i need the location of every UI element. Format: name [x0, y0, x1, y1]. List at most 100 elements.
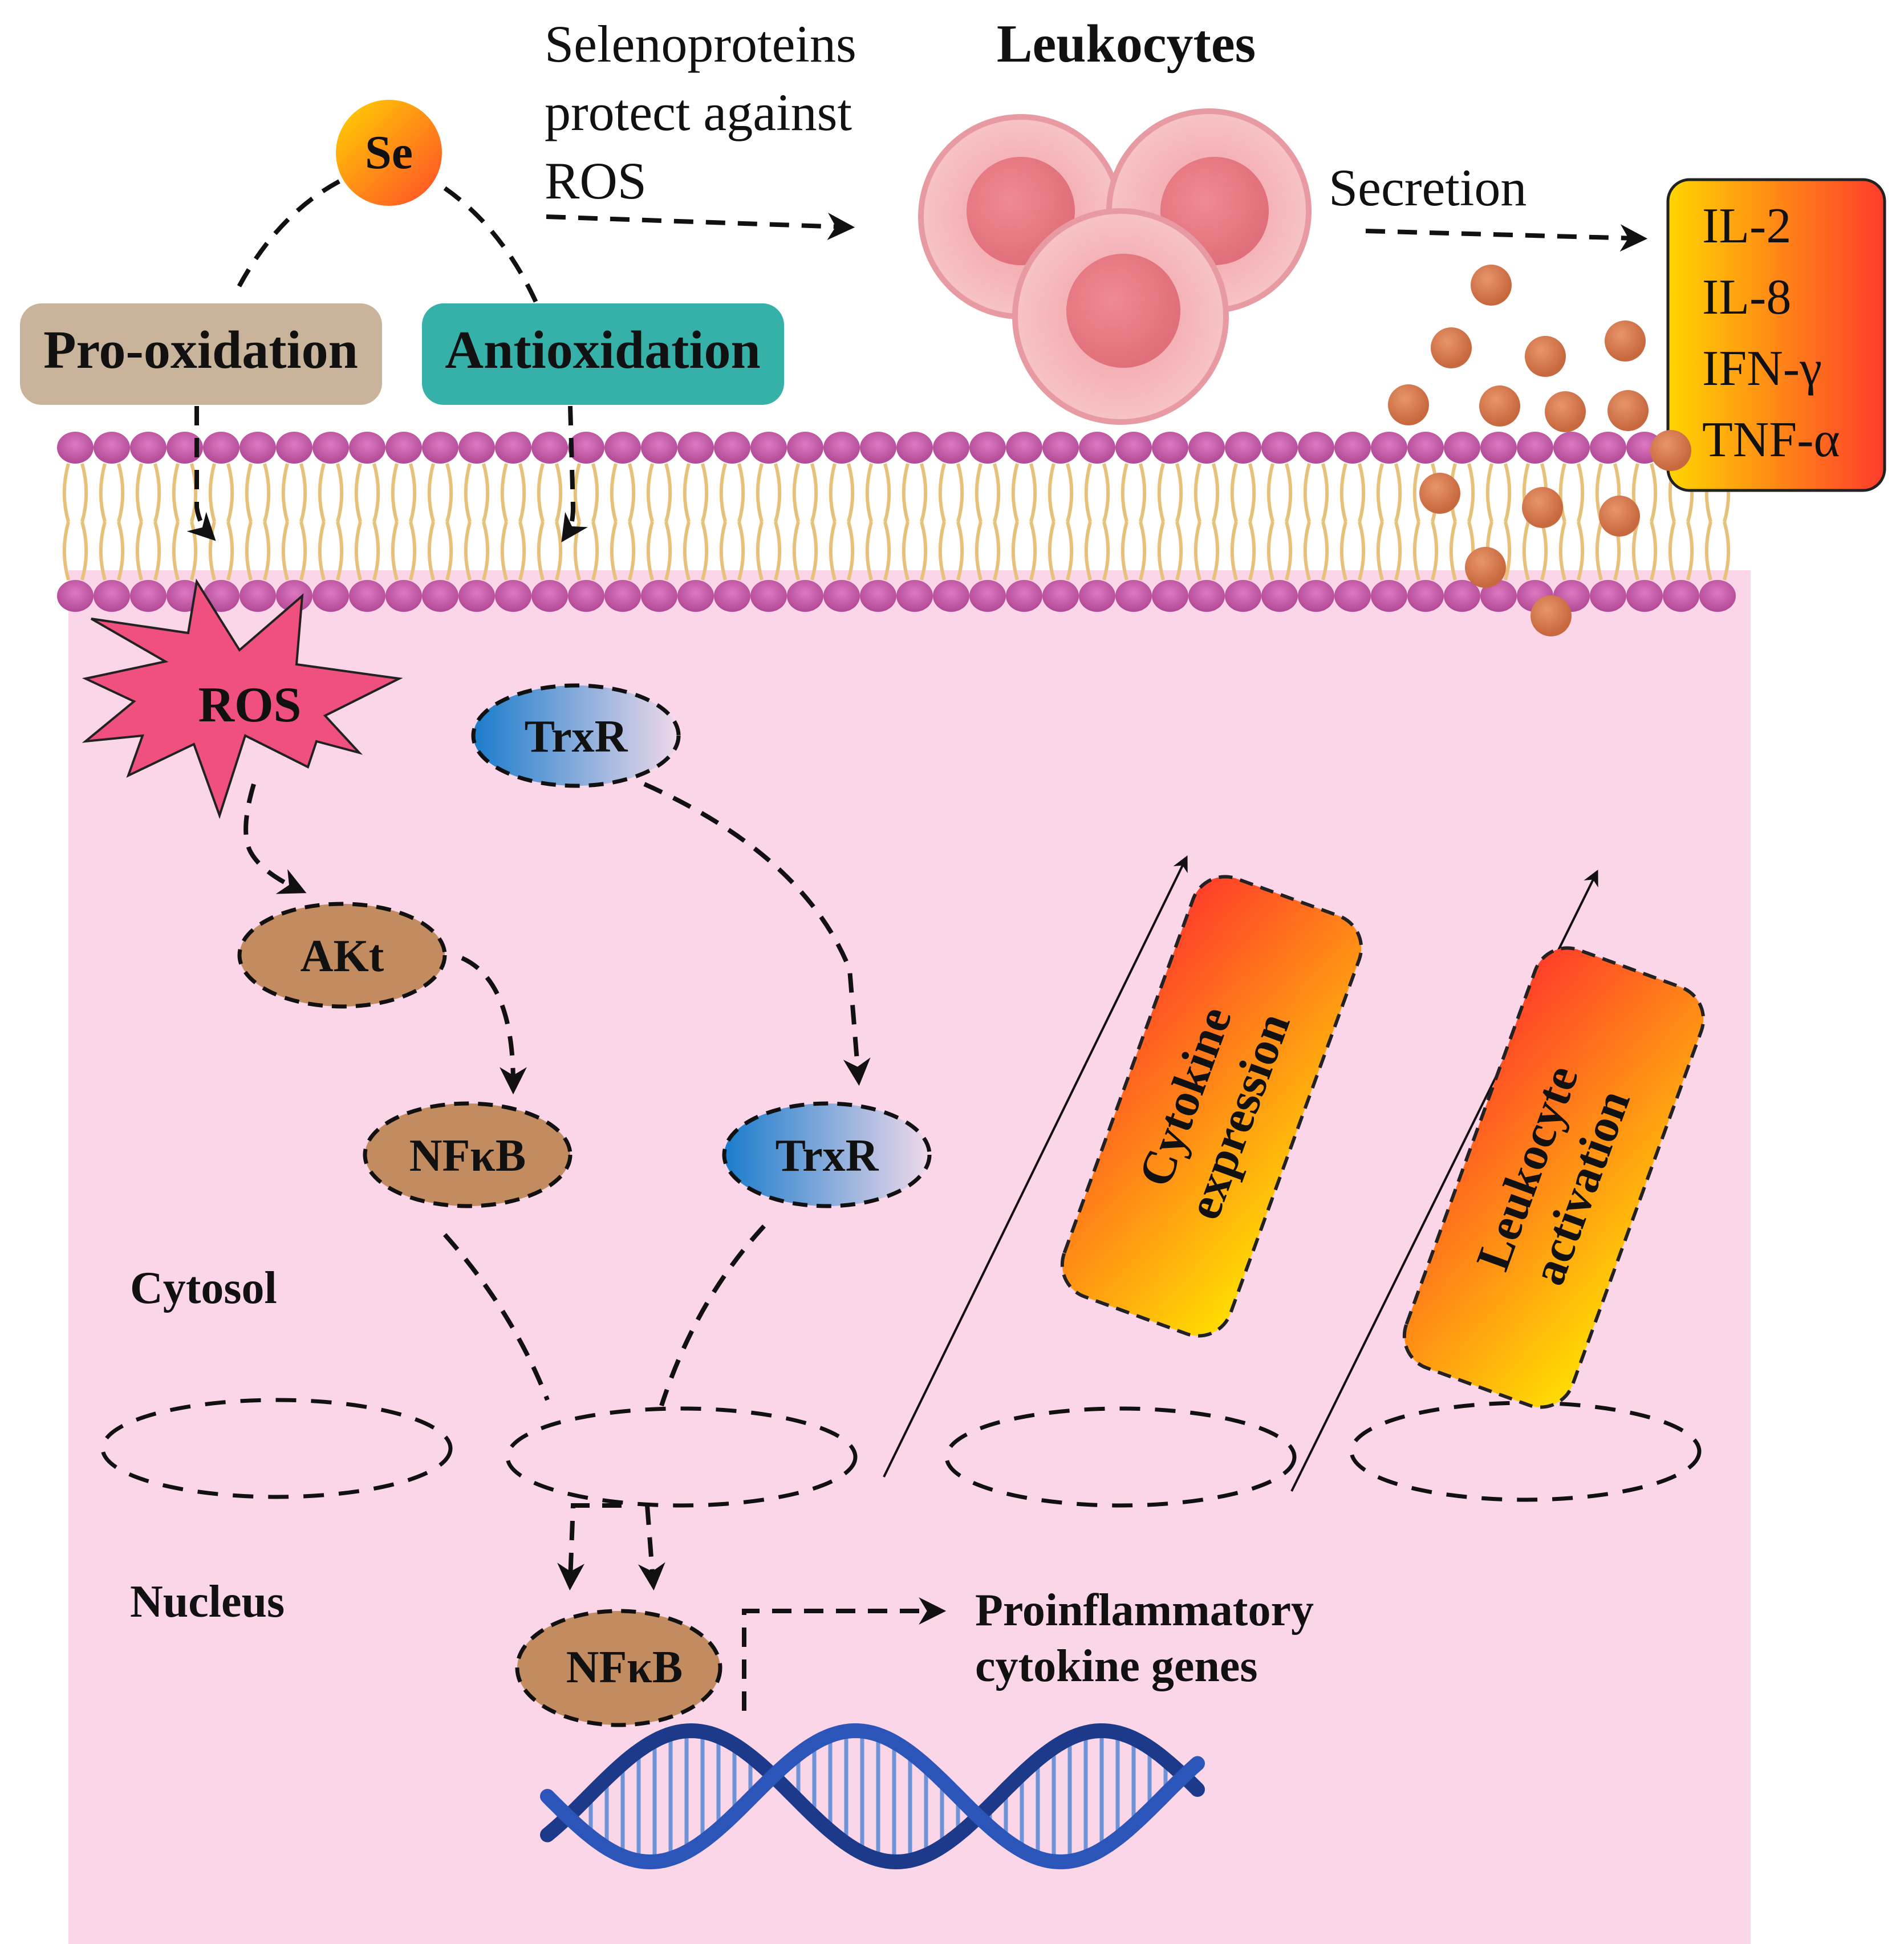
- lipid-tail: [865, 521, 873, 581]
- pro-oxidation-box-shape: [20, 303, 382, 405]
- akt-oval: [237, 902, 447, 1009]
- lipid-tail: [1704, 521, 1712, 581]
- nfkb-to-genes-arrow: [742, 1597, 947, 1711]
- lipid-tail: [810, 463, 818, 522]
- lipid-tail: [80, 463, 88, 522]
- lipid-tail: [354, 463, 362, 522]
- lipid-head: [787, 432, 823, 464]
- lipid-head: [312, 580, 349, 612]
- lipid-tail: [299, 521, 307, 581]
- lipid-head: [531, 580, 568, 612]
- trxr-bottom-node: TrxR: [722, 1101, 932, 1208]
- lipid-tail: [737, 521, 745, 581]
- lipid-head: [933, 432, 969, 464]
- cytokine-particle: [1605, 320, 1646, 362]
- lipid-head: [604, 432, 641, 464]
- lipid-tail: [336, 521, 344, 581]
- cytokine-particle: [1607, 390, 1649, 431]
- lipid-tail: [591, 463, 599, 522]
- nfkb-nucleus-label: NFκB: [566, 1642, 683, 1693]
- cytokine-particle: [1545, 391, 1586, 432]
- lipid-tail: [1303, 521, 1311, 581]
- lipid-tail: [135, 521, 143, 581]
- lipid-head: [1407, 432, 1444, 464]
- lipid-tail: [1011, 463, 1019, 522]
- lipid-head: [312, 432, 349, 464]
- lipid-head: [1334, 432, 1371, 464]
- lipid-tail: [518, 463, 526, 522]
- lipid-head: [203, 432, 239, 464]
- lipid-tail: [172, 463, 180, 522]
- lipid-tail: [391, 521, 399, 581]
- lipid-tail: [1048, 521, 1055, 581]
- lipid-tail: [1102, 521, 1110, 581]
- lipid-tail: [902, 521, 910, 581]
- lipid-tail: [427, 521, 435, 581]
- lipid-head: [1626, 580, 1663, 612]
- lipid-tail: [1504, 521, 1512, 581]
- lipid-tail: [1485, 463, 1493, 522]
- lipid-head: [896, 580, 933, 612]
- lipid-tail: [1650, 521, 1658, 581]
- selenoproteins-line2: protect against: [545, 83, 852, 141]
- cytokine-tnf-alpha: TNF-α: [1702, 412, 1840, 468]
- lipid-tail: [318, 463, 326, 522]
- lipid-head: [604, 580, 641, 612]
- lipid-tail: [281, 463, 289, 522]
- nfkb-cytosol-node: NFκB: [363, 1101, 573, 1208]
- lipid-head: [1115, 580, 1152, 612]
- lipid-head: [933, 580, 969, 612]
- cytokine-ifn-gamma: IFN-γ: [1702, 341, 1822, 396]
- lipid-tail: [938, 521, 946, 581]
- lipid-tail: [1723, 521, 1731, 581]
- lipid-tail: [1212, 521, 1220, 581]
- lipid-head: [495, 432, 531, 464]
- lipid-tail: [993, 521, 1001, 581]
- selenoproteins-text: Selenoproteins protect against ROS: [545, 15, 856, 210]
- lipid-head: [1042, 432, 1079, 464]
- lipid-tail: [1193, 463, 1201, 522]
- cytokine-particle: [1522, 487, 1563, 528]
- lipid-head: [1517, 432, 1553, 464]
- lipid-tail: [391, 463, 399, 522]
- lipid-head: [1663, 580, 1699, 612]
- trxr-bottom-label: TrxR: [776, 1131, 879, 1181]
- lipid-head: [130, 580, 167, 612]
- akt-label: AKt: [301, 931, 384, 981]
- lipid-tail: [1558, 521, 1566, 581]
- lipid-tail: [683, 463, 691, 522]
- lipid-tail: [1029, 463, 1037, 522]
- lipid-head: [1079, 580, 1115, 612]
- lipid-head: [1298, 580, 1334, 612]
- akt-node: AKt: [237, 902, 447, 1009]
- lipid-tail: [1102, 463, 1110, 522]
- lipid-tail: [1266, 463, 1274, 522]
- lipid-head: [1553, 432, 1590, 464]
- lipid-tail: [1558, 463, 1566, 522]
- lipid-head: [57, 432, 94, 464]
- lipid-tail: [1066, 463, 1074, 522]
- lipid-tail: [464, 463, 472, 522]
- lipid-head: [860, 432, 896, 464]
- trxr-top-label: TrxR: [525, 712, 628, 762]
- trxr-top-oval: [471, 683, 681, 788]
- nfkb-nucleus-oval: [515, 1609, 722, 1727]
- nucleus-import-arrow-left: [557, 1503, 622, 1591]
- lipid-tail: [208, 521, 216, 581]
- lipid-head: [276, 432, 312, 464]
- lipid-head: [714, 432, 750, 464]
- lipid-head: [349, 432, 385, 464]
- lipid-tail: [372, 463, 380, 522]
- lipid-head: [969, 432, 1006, 464]
- lipid-tail: [80, 521, 88, 581]
- lipid-head: [568, 580, 604, 612]
- lipid-tail: [1248, 463, 1256, 522]
- lipid-head: [130, 432, 167, 464]
- lipid-head: [458, 580, 495, 612]
- lipid-head: [1225, 432, 1261, 464]
- lipid-tail: [1412, 521, 1420, 581]
- lipid-tail: [354, 521, 362, 581]
- lipid-head: [1298, 432, 1334, 464]
- lipid-head: [1590, 580, 1626, 612]
